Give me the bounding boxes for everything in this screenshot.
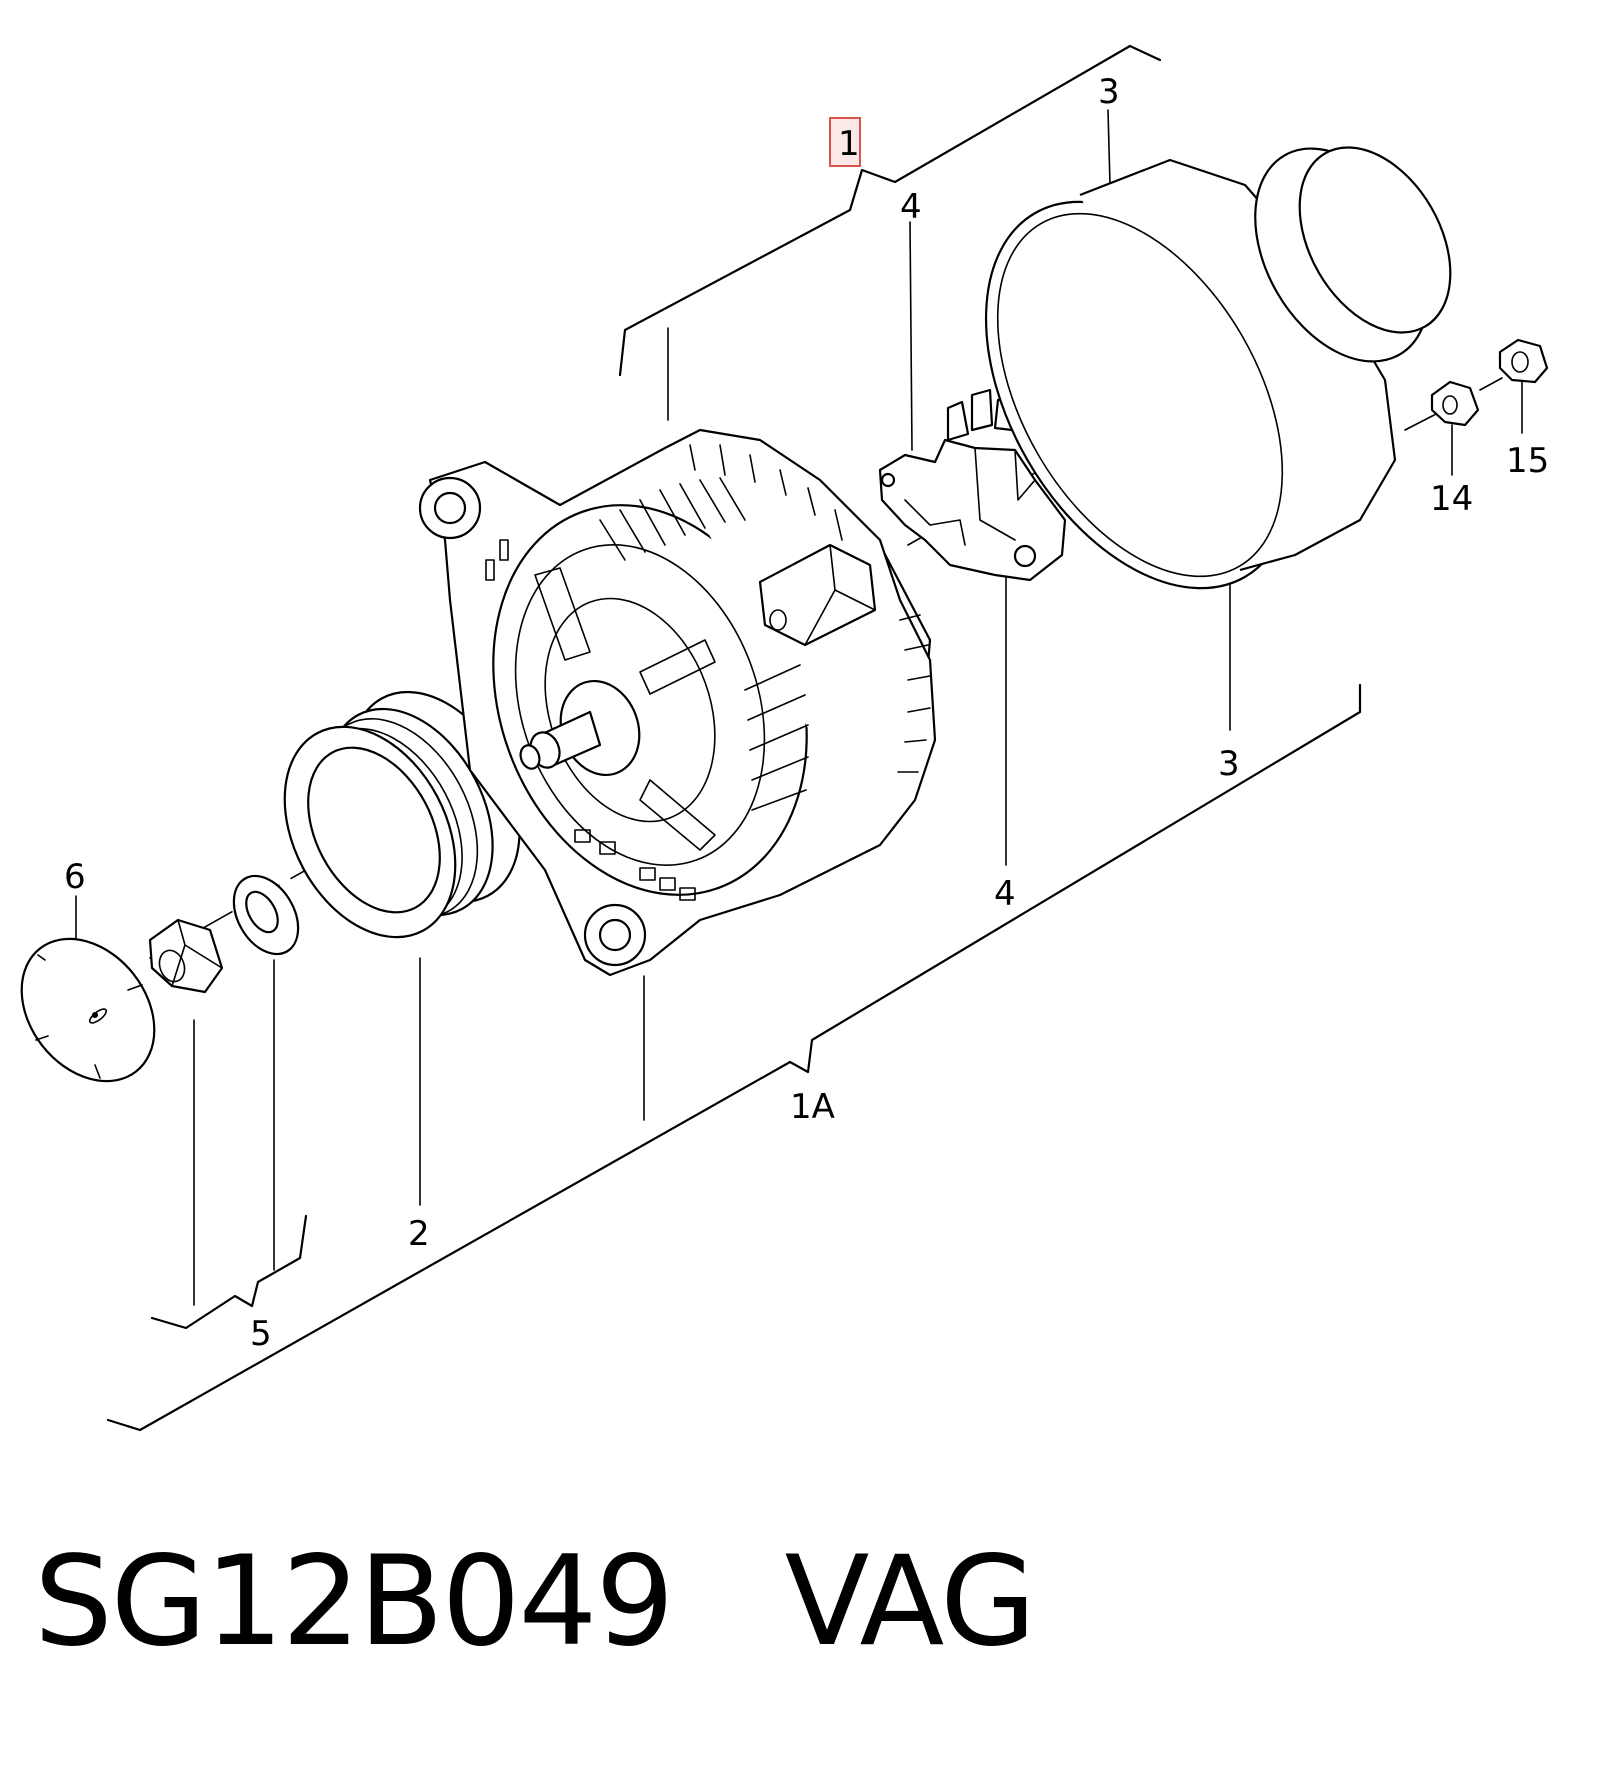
- bracket-part-1a: [106, 683, 1362, 1432]
- cap-part-6: [20, 937, 156, 1083]
- brand-name: VAG: [784, 1530, 1037, 1674]
- nut-part-15: [1498, 338, 1549, 384]
- regulator-part-4: [878, 388, 1067, 582]
- highlight-box-part-1: [829, 117, 861, 167]
- callout-part-15[interactable]: 15: [1506, 441, 1549, 481]
- nut-part-5: [148, 918, 224, 994]
- callout-part-4-top[interactable]: 4: [900, 187, 922, 227]
- cover-part-3: [984, 146, 1452, 590]
- callout-part-6[interactable]: 6: [64, 857, 86, 897]
- callout-part-2[interactable]: 2: [408, 1214, 430, 1254]
- callout-part-1a[interactable]: 1A: [790, 1087, 835, 1127]
- alternator-body-part-1a: [418, 428, 937, 977]
- bracket-part-5: [150, 1214, 308, 1330]
- axis-line-nuts: [1404, 377, 1503, 431]
- callout-part-1[interactable]: 1: [838, 124, 860, 164]
- callout-part-4-bottom[interactable]: 4: [994, 874, 1016, 914]
- callout-part-5[interactable]: 5: [250, 1314, 272, 1354]
- nut-part-14: [1430, 380, 1480, 427]
- part-number-caption: SG12B049 VAG: [34, 1540, 1036, 1664]
- callout-part-14[interactable]: 14: [1430, 479, 1473, 519]
- callout-part-3-bottom[interactable]: 3: [1218, 744, 1240, 784]
- leader-4-top: [909, 221, 913, 451]
- bracket-part-1: [618, 44, 1162, 377]
- washer-part-5: [232, 874, 300, 956]
- part-number: SG12B049: [34, 1530, 674, 1674]
- pulley-part-2: [283, 690, 521, 939]
- callout-part-3-top[interactable]: 3: [1098, 72, 1120, 112]
- leader-3-top: [1107, 109, 1111, 186]
